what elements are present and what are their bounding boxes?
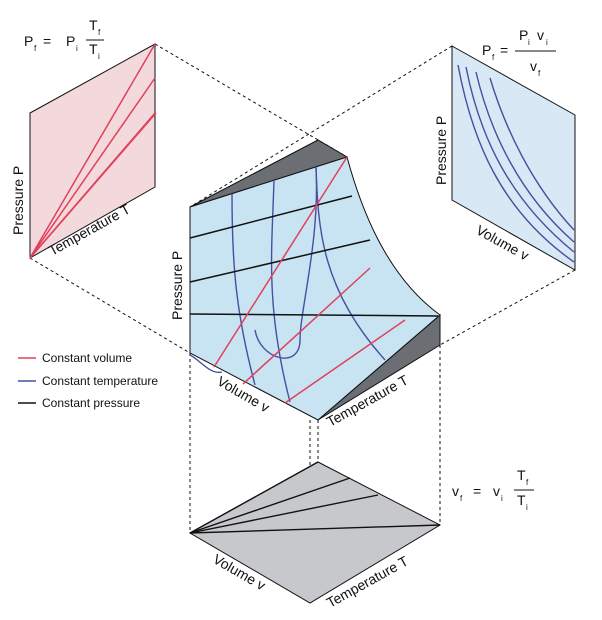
isotherm-curve <box>465 66 575 253</box>
eq-denominator: v <box>530 58 537 74</box>
isochore-line <box>29 77 156 259</box>
pvt-surface: Pressure P Volume v Temperature T <box>169 139 441 430</box>
eq-numerator: T <box>517 467 526 483</box>
surface-isobar <box>189 239 371 283</box>
isotherm-curve <box>457 64 575 263</box>
surface-isochore <box>213 156 348 368</box>
surface-isotherm <box>315 166 386 361</box>
eq-denominator: T <box>517 492 526 508</box>
eq-denominator: T <box>89 41 98 57</box>
eq-subscript: i <box>76 44 78 53</box>
isobar-line <box>189 494 379 534</box>
surface-isotherms <box>231 167 318 403</box>
eq-subscript: i <box>528 38 530 47</box>
isotherm-curve <box>489 77 575 231</box>
legend-label: Constant temperature <box>42 374 158 388</box>
pv-equation: P f = P i v i v f <box>482 27 556 78</box>
legend-item-constant-pressure: Constant pressure <box>18 396 140 410</box>
surface-face <box>189 156 441 421</box>
tv-equation: v f = v i T f T i <box>452 467 534 512</box>
legend: Constant volume Constant temperature Con… <box>18 351 158 410</box>
eq-symbol: P <box>66 33 75 49</box>
surface-isobar <box>189 195 353 239</box>
eq-equals: = <box>43 33 51 49</box>
surface-isochores <box>213 156 406 404</box>
temperature-volume-panel: Volume v Temperature T v f = v i T f T i <box>188 461 534 611</box>
eq-subscript: f <box>34 44 37 53</box>
eq-numerator: P <box>519 27 528 43</box>
surface-isotherm <box>270 179 291 403</box>
isobar-line <box>189 461 319 534</box>
eq-symbol: P <box>482 42 491 58</box>
pv-axis-y-label: Pressure P <box>433 116 449 185</box>
isobar-line <box>189 477 351 534</box>
eq-equals: = <box>500 42 508 58</box>
surface-isobar <box>189 313 439 317</box>
isochore-line <box>29 112 157 259</box>
eq-subscript: i <box>501 494 503 503</box>
pressure-volume-panel: Pressure P Volume v P f = P i v i v f <box>433 27 576 271</box>
isobar-line <box>189 524 441 534</box>
pressure-temperature-panel: Pressure P Temperature T P f = P i T f T… <box>10 17 157 259</box>
eq-subscript: f <box>492 53 495 62</box>
eq-subscript: f <box>98 28 101 37</box>
pt-axis-y-label: Pressure P <box>10 166 26 235</box>
surface-isochore <box>284 319 406 404</box>
legend-item-constant-temperature: Constant temperature <box>18 374 158 388</box>
surface-isotherm <box>254 167 318 359</box>
surface-axis-p-label: Pressure P <box>169 251 185 320</box>
eq-symbol: P <box>24 33 33 49</box>
surface-isotherm <box>189 354 223 374</box>
surface-isotherm <box>231 193 256 386</box>
legend-label: Constant volume <box>42 351 132 365</box>
eq-subscript: i <box>546 38 548 47</box>
surface-isotherms-2 <box>189 166 386 374</box>
eq-equals: = <box>473 483 481 499</box>
eq-subscript: f <box>460 494 463 503</box>
eq-subscript: f <box>526 478 529 487</box>
legend-label: Constant pressure <box>42 396 140 410</box>
legend-item-constant-volume: Constant volume <box>18 351 132 365</box>
eq-subscript: f <box>538 69 541 78</box>
eq-numerator: v <box>537 27 544 43</box>
pt-equation: P f = P i T f T i <box>24 17 104 61</box>
isotherm-curve <box>475 71 575 243</box>
eq-subscript: i <box>98 52 100 61</box>
isochore-line <box>29 43 156 259</box>
eq-symbol: v <box>452 483 459 499</box>
surface-isochore <box>242 267 371 385</box>
eq-numerator: T <box>89 17 98 33</box>
eq-symbol: v <box>493 483 500 499</box>
surface-isobars <box>189 195 439 317</box>
eq-subscript: i <box>526 503 528 512</box>
pv-plane <box>451 45 576 271</box>
